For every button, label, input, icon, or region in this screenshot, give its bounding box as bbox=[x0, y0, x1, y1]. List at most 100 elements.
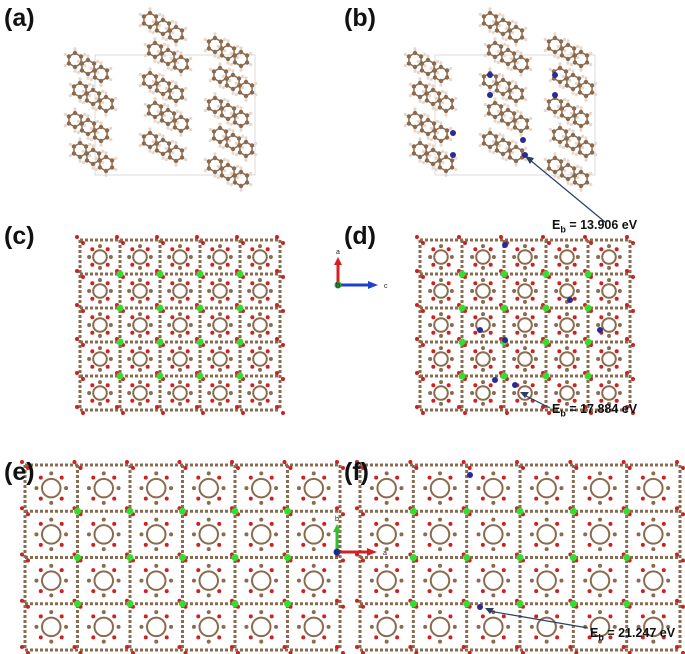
atom bbox=[565, 312, 569, 317]
hydrogen-atom bbox=[158, 72, 162, 76]
metal-atom bbox=[500, 372, 508, 380]
atom bbox=[154, 610, 159, 615]
carbon-atom bbox=[85, 57, 91, 63]
carbon-atom bbox=[171, 111, 177, 116]
atom bbox=[250, 383, 255, 388]
carbon-atom bbox=[513, 38, 519, 44]
hydrogen-atom bbox=[491, 139, 495, 143]
hydrogen-atom bbox=[553, 174, 557, 178]
atom bbox=[259, 563, 264, 568]
hydrogen-atom bbox=[548, 127, 552, 131]
atom bbox=[49, 500, 54, 505]
atom bbox=[269, 635, 274, 640]
carbon-atom bbox=[71, 84, 77, 89]
atom bbox=[427, 496, 432, 501]
carbon-atom bbox=[167, 155, 173, 160]
hydrogen-atom bbox=[483, 54, 487, 58]
atom bbox=[247, 289, 252, 293]
hydrogen-atom bbox=[99, 83, 103, 87]
carbon-atom bbox=[173, 144, 179, 150]
ring bbox=[475, 283, 491, 299]
hydrogen-atom bbox=[203, 109, 207, 113]
atom bbox=[138, 333, 142, 338]
atom bbox=[617, 323, 622, 327]
atom bbox=[112, 496, 117, 501]
carbon-atom bbox=[425, 57, 431, 63]
atom bbox=[555, 521, 560, 526]
carbon-atom bbox=[412, 64, 418, 70]
carbon-atom bbox=[217, 65, 223, 71]
oxygen-atom bbox=[681, 651, 685, 654]
hydrogen-atom bbox=[594, 141, 598, 145]
atom bbox=[523, 367, 527, 372]
atom bbox=[395, 635, 400, 640]
hydrogen-atom bbox=[89, 138, 93, 142]
atom bbox=[301, 614, 306, 619]
oxygen-atom bbox=[155, 405, 159, 409]
carbon-atom bbox=[85, 71, 91, 77]
oxygen-atom bbox=[335, 460, 339, 464]
hydrogen-atom bbox=[498, 72, 502, 76]
atom bbox=[322, 568, 327, 573]
atom bbox=[127, 391, 132, 395]
hydrogen-atom bbox=[516, 61, 520, 65]
hydrogen-atom bbox=[501, 134, 505, 138]
hydrogen-atom bbox=[216, 116, 220, 120]
hydrogen-atom bbox=[161, 14, 165, 18]
hydrogen-atom bbox=[176, 61, 180, 65]
atom bbox=[608, 614, 613, 619]
carbon-atom bbox=[559, 46, 565, 51]
atom bbox=[49, 547, 54, 552]
hydrogen-atom bbox=[86, 76, 90, 80]
carbon-atom bbox=[583, 139, 589, 145]
atom bbox=[154, 639, 159, 644]
atom bbox=[661, 614, 666, 619]
hydrogen-atom bbox=[543, 97, 547, 101]
atom bbox=[170, 315, 175, 320]
carbon-atom bbox=[487, 10, 493, 16]
metal-atom bbox=[74, 507, 81, 515]
atom bbox=[170, 281, 175, 286]
ring bbox=[429, 570, 451, 591]
carbon-atom bbox=[147, 130, 153, 136]
atom bbox=[143, 635, 148, 640]
hydrogen-atom bbox=[179, 133, 183, 137]
carbon-atom bbox=[141, 74, 147, 79]
hydrogen-atom bbox=[104, 113, 108, 117]
atom bbox=[452, 486, 457, 491]
atom bbox=[554, 255, 559, 259]
carbon-atom bbox=[91, 121, 97, 126]
hydrogen-atom bbox=[524, 158, 528, 162]
atom bbox=[565, 346, 569, 351]
carbon-atom bbox=[232, 180, 238, 185]
hydrogen-atom bbox=[143, 114, 147, 118]
hydrogen-atom bbox=[491, 19, 495, 23]
atom bbox=[661, 542, 666, 547]
carbon-atom bbox=[505, 61, 511, 67]
atom bbox=[130, 315, 135, 320]
atom bbox=[572, 281, 577, 286]
metal-atom bbox=[623, 507, 631, 515]
carbon-atom bbox=[179, 95, 185, 100]
carbon-atom bbox=[153, 14, 159, 19]
carbon-atom bbox=[500, 91, 506, 97]
atom bbox=[191, 486, 196, 491]
atom bbox=[34, 578, 39, 583]
oxygen-atom bbox=[20, 552, 24, 557]
atom bbox=[112, 542, 117, 547]
atom bbox=[207, 391, 212, 395]
atom bbox=[274, 624, 279, 629]
hydrogen-atom bbox=[174, 103, 178, 107]
hydrogen-atom bbox=[161, 36, 165, 40]
atom bbox=[225, 262, 230, 267]
carbon-atom bbox=[206, 166, 212, 171]
oxygen-atom bbox=[631, 309, 635, 313]
atom bbox=[651, 593, 656, 598]
oxygen-atom bbox=[275, 303, 279, 307]
atom bbox=[555, 635, 560, 640]
carbon-atom bbox=[578, 123, 584, 129]
carbon-atom bbox=[224, 76, 230, 81]
atom bbox=[481, 401, 485, 406]
ring bbox=[517, 249, 533, 265]
oxygen-atom bbox=[414, 651, 419, 654]
